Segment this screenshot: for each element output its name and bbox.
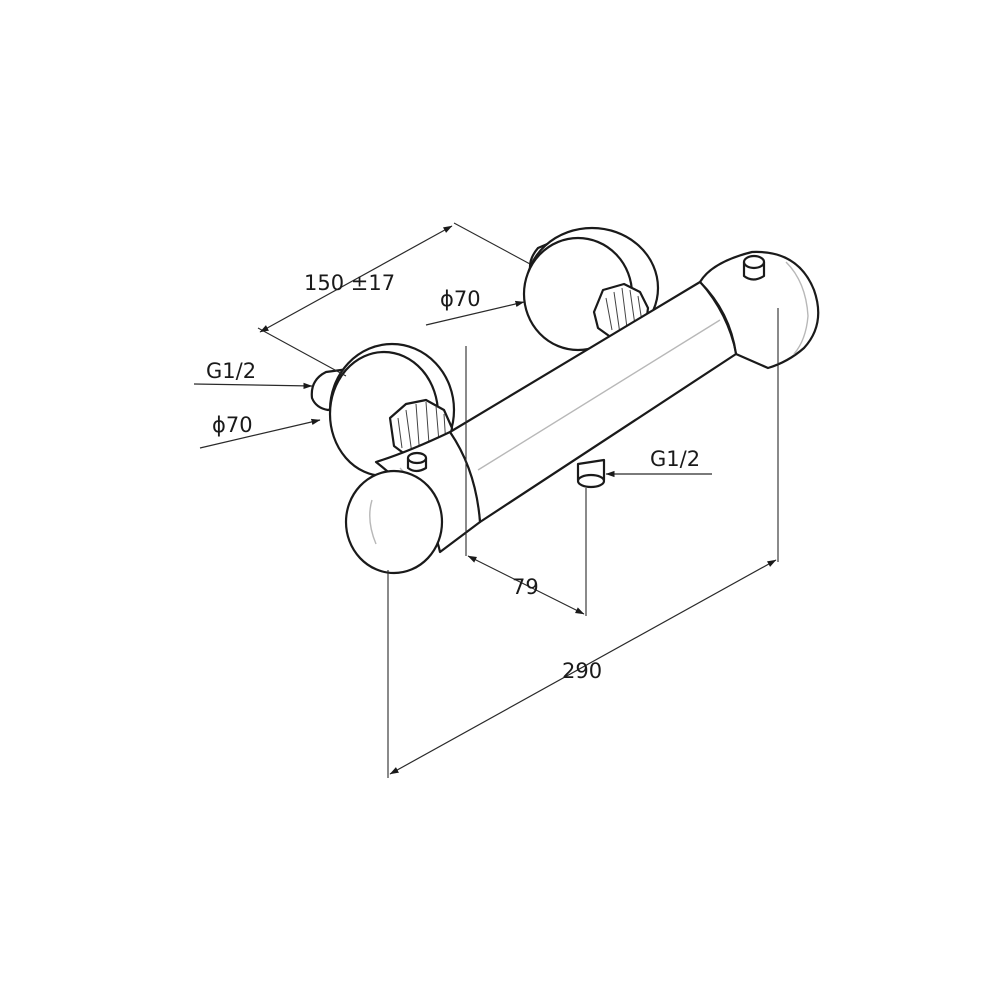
extension-lines — [257, 222, 779, 778]
leader-front-diameter — [199, 418, 321, 449]
label-inlet-thread: G1/2 — [206, 359, 256, 383]
thermostat-body — [344, 250, 820, 575]
dim-line-spacing — [259, 225, 453, 333]
dim-line-overall-length — [389, 559, 777, 775]
label-outlet-offset: 79 — [512, 575, 539, 599]
label-overall-length: 290 — [562, 659, 602, 683]
label-front-diameter: ϕ70 — [212, 413, 253, 437]
temperature-knob — [344, 469, 444, 575]
label-outlet-thread: G1/2 — [650, 447, 700, 471]
leader-rear-diameter — [425, 300, 525, 326]
bottom-outlet — [576, 458, 606, 489]
label-rear-diameter: ϕ70 — [440, 287, 481, 311]
right-top-pin — [742, 254, 766, 281]
label-eccentric-spacing: 150 ±17 — [304, 271, 395, 295]
leader-inlet-thread — [193, 382, 313, 390]
dimension-labels: 150 ±17 ϕ70 G1/2 ϕ70 G1/2 79 290 — [206, 271, 700, 683]
left-top-pin — [406, 451, 428, 473]
dimension-lines — [193, 225, 777, 775]
